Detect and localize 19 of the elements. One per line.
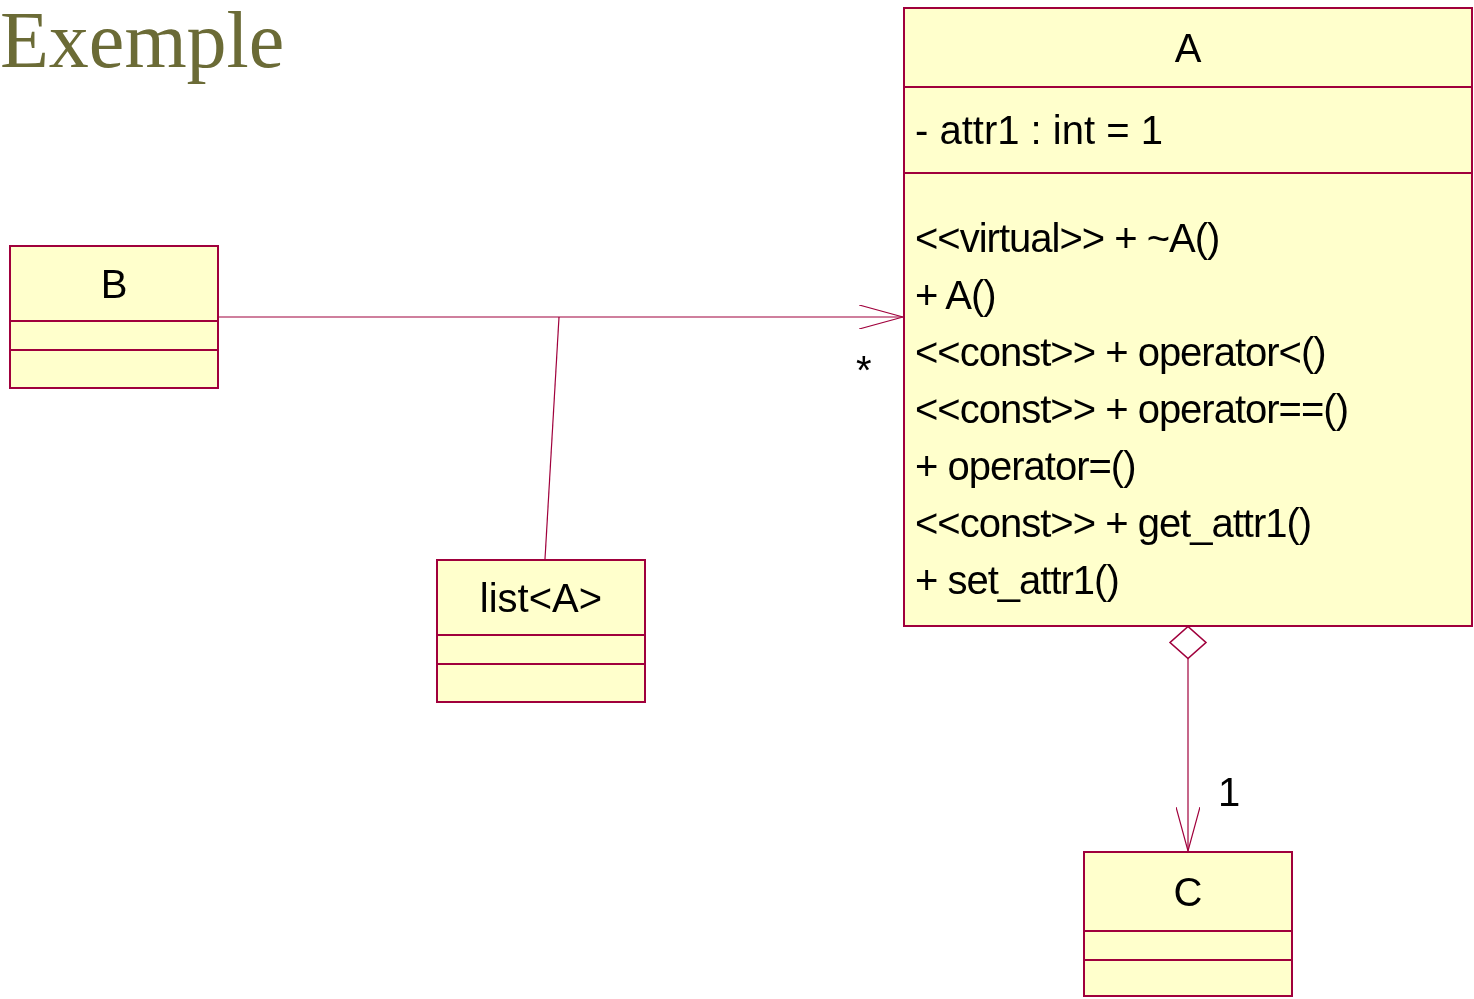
method-text: <<const>> + operator==() [915, 386, 1349, 433]
class-name: list<A> [479, 577, 603, 618]
method-text: + A() [915, 272, 997, 319]
class-name: C [1173, 871, 1203, 912]
class-box [903, 7, 1473, 627]
method-text: <<virtual>> + ~A() [915, 215, 1221, 262]
class-name: B [100, 263, 128, 304]
method-text: + set_attr1() [915, 557, 1120, 604]
class-box [1083, 851, 1293, 997]
association-line [218, 304, 904, 330]
method-text: + operator=() [915, 443, 1137, 490]
class-box [436, 559, 646, 703]
method-text: <<const>> + get_attr1() [915, 500, 1313, 547]
class-box [9, 245, 219, 389]
method-text: <<const>> + operator<() [915, 329, 1327, 376]
association-line [1169, 625, 1207, 852]
attribute-text: - attr1 : int = 1 [915, 110, 1163, 150]
class-name: A [1174, 27, 1202, 68]
association-line [544, 316, 560, 560]
